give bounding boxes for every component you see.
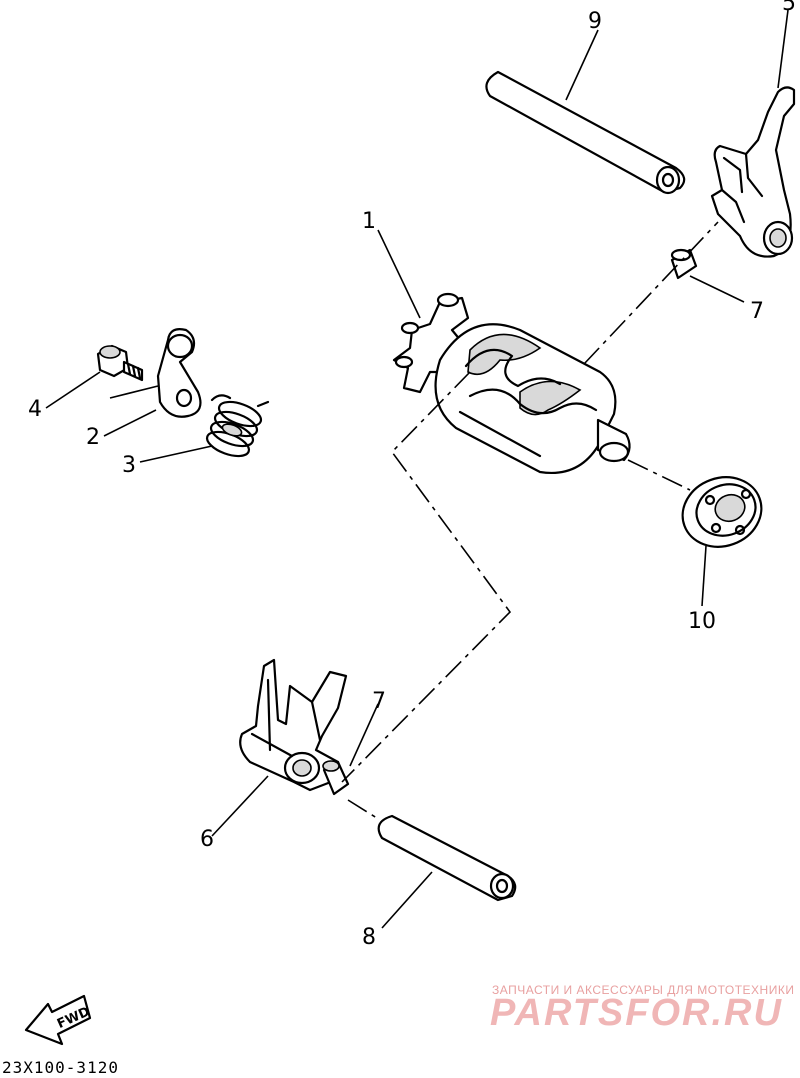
callout-10: 10: [688, 609, 716, 634]
leader-lines: [45, 9, 789, 929]
watermark-logo: PARTSFOR.RU: [490, 992, 783, 1034]
part-7-guide-pin-lower: [322, 760, 350, 796]
callout-8: 8: [362, 925, 376, 950]
callout-4: 4: [28, 397, 42, 422]
callout-9: 9: [588, 9, 602, 34]
part-6-shift-fork-lower: [239, 658, 348, 792]
callout-6: 6: [200, 827, 214, 852]
callout-5: 5: [782, 0, 796, 16]
watermark-subtitle: ЗАПЧАСТИ И АКСЕССУАРЫ ДЛЯ МОТОТЕХНИКИ: [492, 983, 795, 997]
diagram-code: 23X100-3120: [2, 1058, 119, 1077]
callout-1: 1: [362, 209, 376, 234]
fwd-arrow-icon: FWD: [24, 994, 92, 1046]
part-8-shift-fork-shaft-lower: [377, 814, 517, 902]
alignment-line-drum-to-fork-6: [341, 371, 512, 783]
part-4-bolt: [96, 344, 144, 382]
callout-7-lower: 7: [372, 689, 386, 714]
callout-7-upper: 7: [750, 299, 764, 324]
part-9-shift-fork-shaft-upper: [485, 70, 686, 195]
part-7-guide-pin-upper: [670, 248, 698, 280]
callout-2: 2: [86, 425, 100, 450]
alignment-line-drum-to-fork-5: [583, 221, 719, 365]
part-5-shift-fork-upper: [710, 86, 796, 258]
part-1-shift-drum: [392, 292, 631, 474]
part-10-bearing: [681, 476, 763, 548]
alignment-line-drum-to-bearing: [627, 459, 691, 491]
part-3-torsion-spring: [205, 394, 270, 458]
callout-3: 3: [122, 453, 136, 478]
part-2-stopper-lever: [156, 328, 202, 418]
alignment-line-pin-to-shaft-8: [347, 799, 381, 821]
